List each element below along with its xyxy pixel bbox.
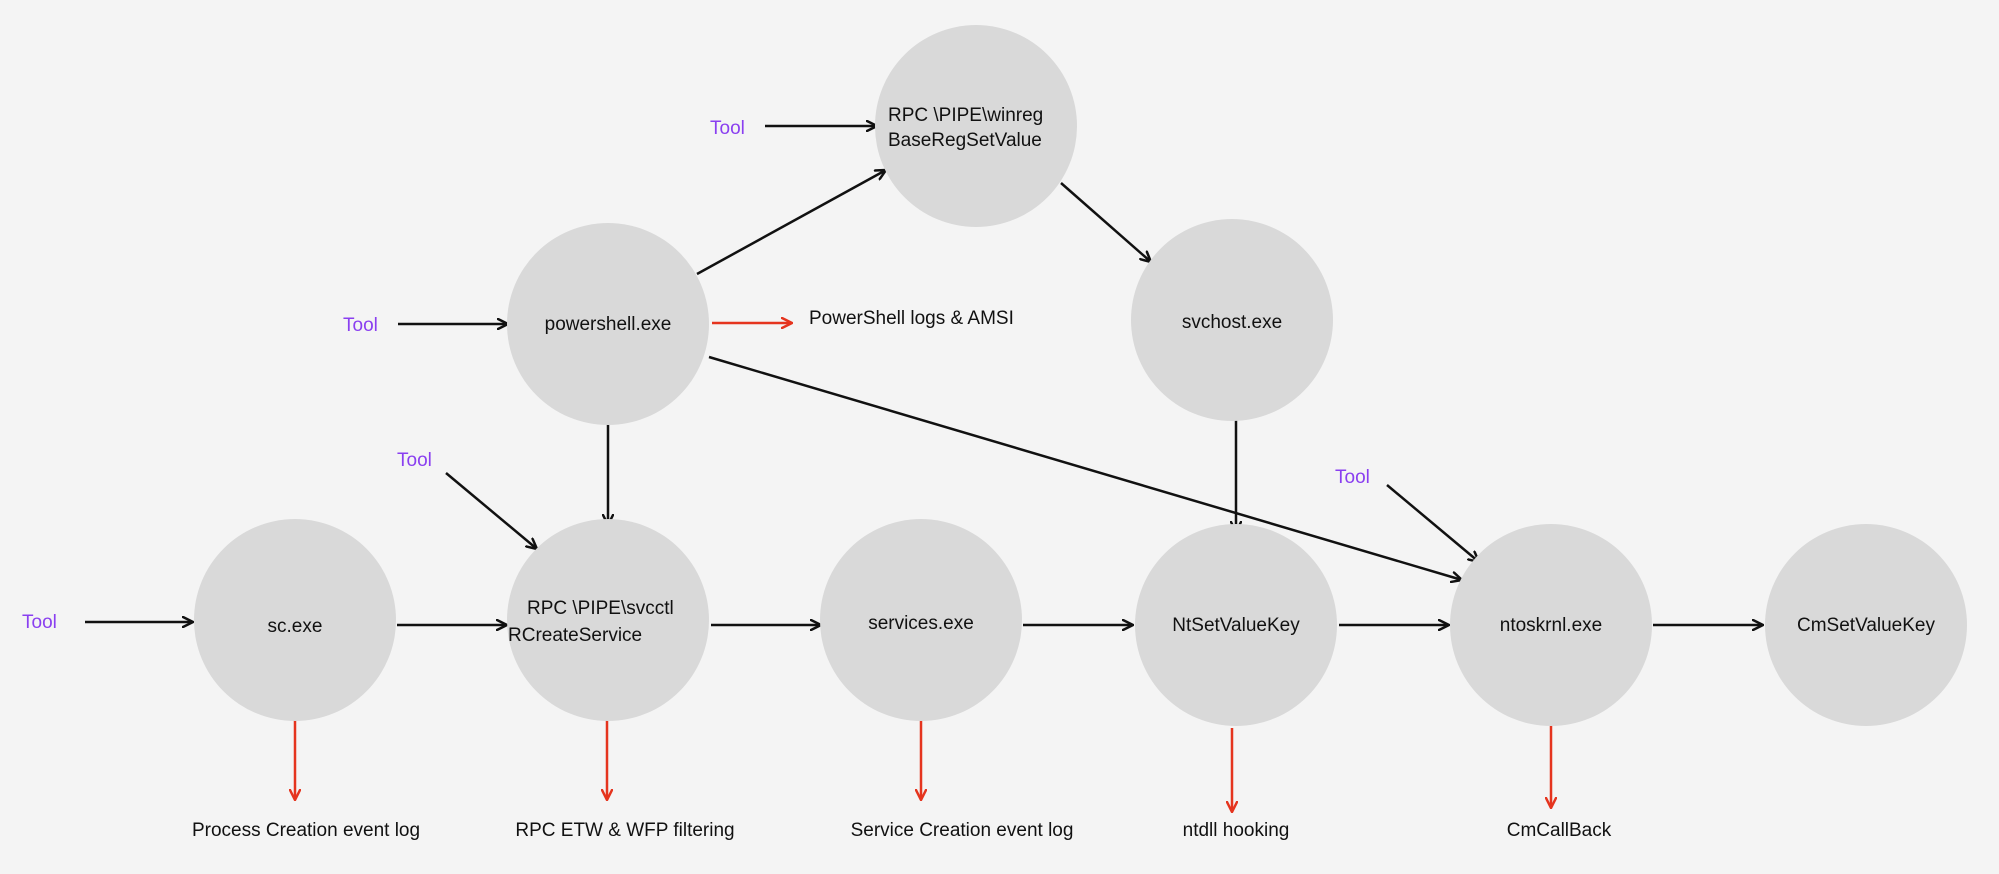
node-sc: sc.exe [194, 519, 396, 721]
node-ntsetvaluekey-label: NtSetValueKey [1172, 615, 1300, 636]
edge-tool-to-ntoskrnl [1386, 484, 1479, 562]
node-powershell: powershell.exe [507, 223, 709, 425]
node-cmsetvaluekey: CmSetValueKey [1765, 524, 1967, 726]
node-rpc-svcctl-line2: RCreateService [508, 625, 642, 646]
node-rpc-winreg: RPC \PIPE\winreg BaseRegSetValue [875, 25, 1077, 227]
node-ntsetvaluekey: NtSetValueKey [1135, 524, 1337, 726]
node-ntoskrnl-label: ntoskrnl.exe [1500, 615, 1602, 636]
edge-powershell-to-rpc-winreg [696, 170, 886, 276]
detection-label-ntoskrnl: CmCallBack [1507, 820, 1612, 841]
edge-rpc-winreg-to-svchost [1060, 182, 1151, 262]
node-rpc-svcctl-line1: RPC \PIPE\svcctl [527, 598, 674, 619]
detection-label-sc: Process Creation event log [192, 820, 420, 841]
detection-label-ntsetvaluekey: ntdll hooking [1183, 820, 1290, 841]
node-ntoskrnl: ntoskrnl.exe [1450, 524, 1652, 726]
detection-edges [295, 323, 1551, 812]
node-services-label: services.exe [868, 613, 974, 634]
tool-label-powershell: Tool [343, 315, 378, 336]
edge-tool-to-rpc-svcctl [445, 472, 537, 549]
node-powershell-label: powershell.exe [545, 314, 672, 335]
detection-label-svcctl: RPC ETW & WFP filtering [515, 820, 734, 841]
node-sc-label: sc.exe [268, 616, 323, 637]
edge-powershell-to-ntoskrnl [708, 355, 1462, 580]
detection-labels: PowerShell logs & AMSI Process Creation … [192, 308, 1612, 841]
node-rpc-svcctl: RPC \PIPE\svcctl RCreateService [507, 519, 709, 721]
node-services: services.exe [820, 519, 1022, 721]
tool-label-svcctl: Tool [397, 450, 432, 471]
tool-label-winreg: Tool [710, 118, 745, 139]
detection-label-services: Service Creation event log [851, 820, 1074, 841]
node-cmsetvaluekey-label: CmSetValueKey [1797, 615, 1935, 636]
node-svchost-label: svchost.exe [1182, 312, 1282, 333]
tool-label-sc: Tool [22, 612, 57, 633]
detection-label-powershell: PowerShell logs & AMSI [809, 308, 1014, 329]
node-rpc-winreg-line1: RPC \PIPE\winreg [888, 105, 1043, 126]
node-svchost: svchost.exe [1131, 219, 1333, 421]
flow-edges [85, 126, 1763, 625]
tool-label-ntoskrnl: Tool [1335, 467, 1370, 488]
node-rpc-winreg-line2: BaseRegSetValue [888, 130, 1042, 151]
tool-labels: Tool Tool Tool Tool Tool [22, 118, 1370, 633]
